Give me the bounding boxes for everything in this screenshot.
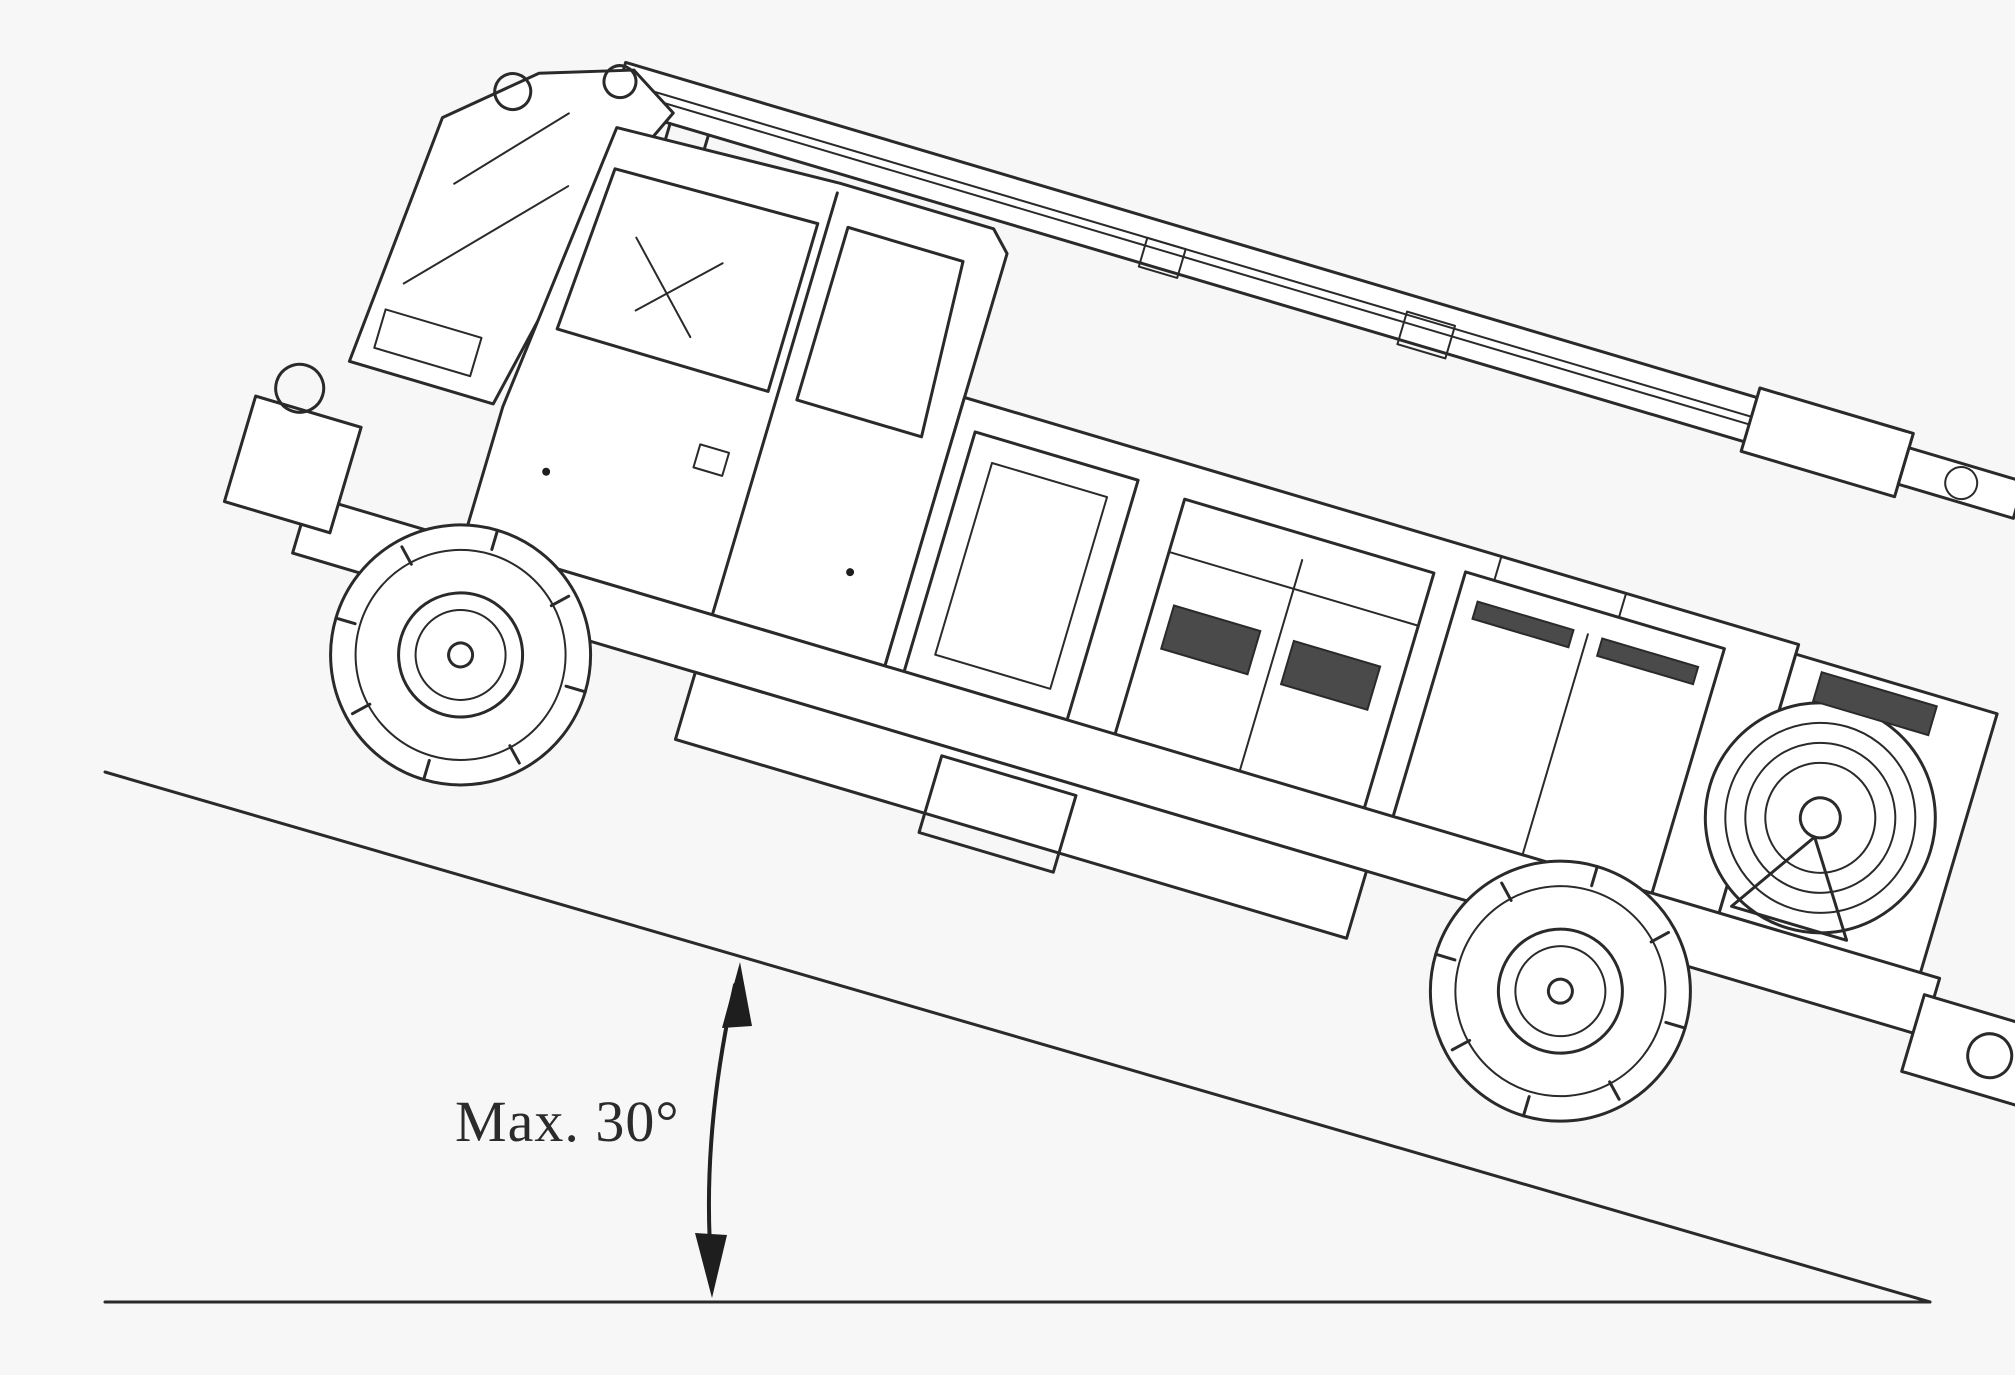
rear-wheel xyxy=(329,523,593,787)
front-wheel xyxy=(1428,859,1692,1123)
boom-arm xyxy=(611,60,2015,558)
vehicle-icon xyxy=(222,60,2015,1130)
boom-mast xyxy=(347,64,675,406)
angle-arrow-icon xyxy=(695,962,752,1298)
max-angle-label: Max. 30° xyxy=(455,1089,680,1154)
vehicle-body xyxy=(877,395,1999,994)
bottom-edge xyxy=(0,1375,2015,1392)
slope-line xyxy=(103,770,1932,1304)
